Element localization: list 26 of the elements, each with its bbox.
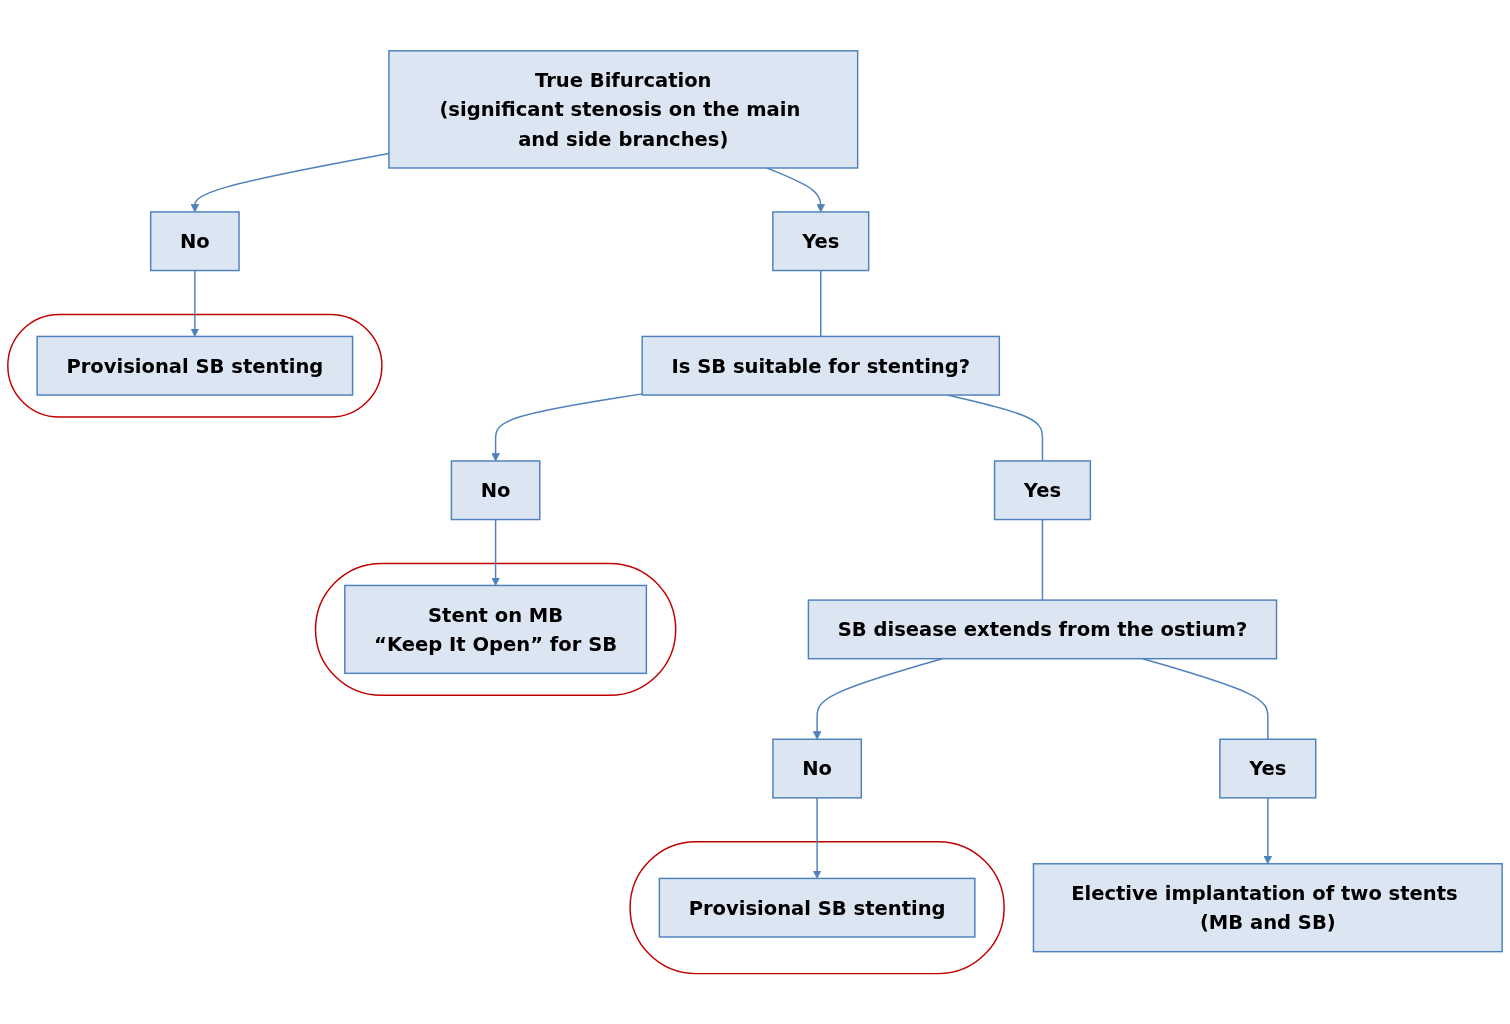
node-box: Provisional SB stenting [36, 335, 354, 396]
node-box: No [149, 211, 240, 272]
arrow [812, 796, 822, 879]
node-box: SB disease extends from the ostium? [807, 599, 1278, 660]
arrow [812, 657, 944, 740]
node-box: Yes [772, 211, 870, 272]
arrow [491, 518, 500, 586]
arrow [1263, 796, 1273, 864]
connector [1141, 657, 1269, 740]
node-box: No [772, 738, 863, 799]
node-box: Is SB suitable for stenting? [641, 335, 1001, 396]
node-box: True Bifurcation (significant stenosis on the main and side branches) [388, 49, 859, 169]
node-box: Yes [1219, 738, 1317, 799]
arrow [491, 392, 643, 462]
node-box: Provisional SB stenting [658, 877, 976, 938]
arrow [766, 167, 826, 213]
node-box: Elective implantation of two stents (MB and SB) [1032, 862, 1503, 953]
connector [1041, 518, 1044, 601]
connector [820, 269, 822, 337]
cluster [314, 562, 677, 696]
cluster [629, 840, 1005, 975]
node-box: Yes [993, 460, 1092, 521]
node-box: No [450, 460, 541, 521]
node-box: Stent on MB “Keep It Open” for SB [344, 584, 648, 674]
arrow [190, 269, 200, 337]
cluster [7, 313, 383, 418]
